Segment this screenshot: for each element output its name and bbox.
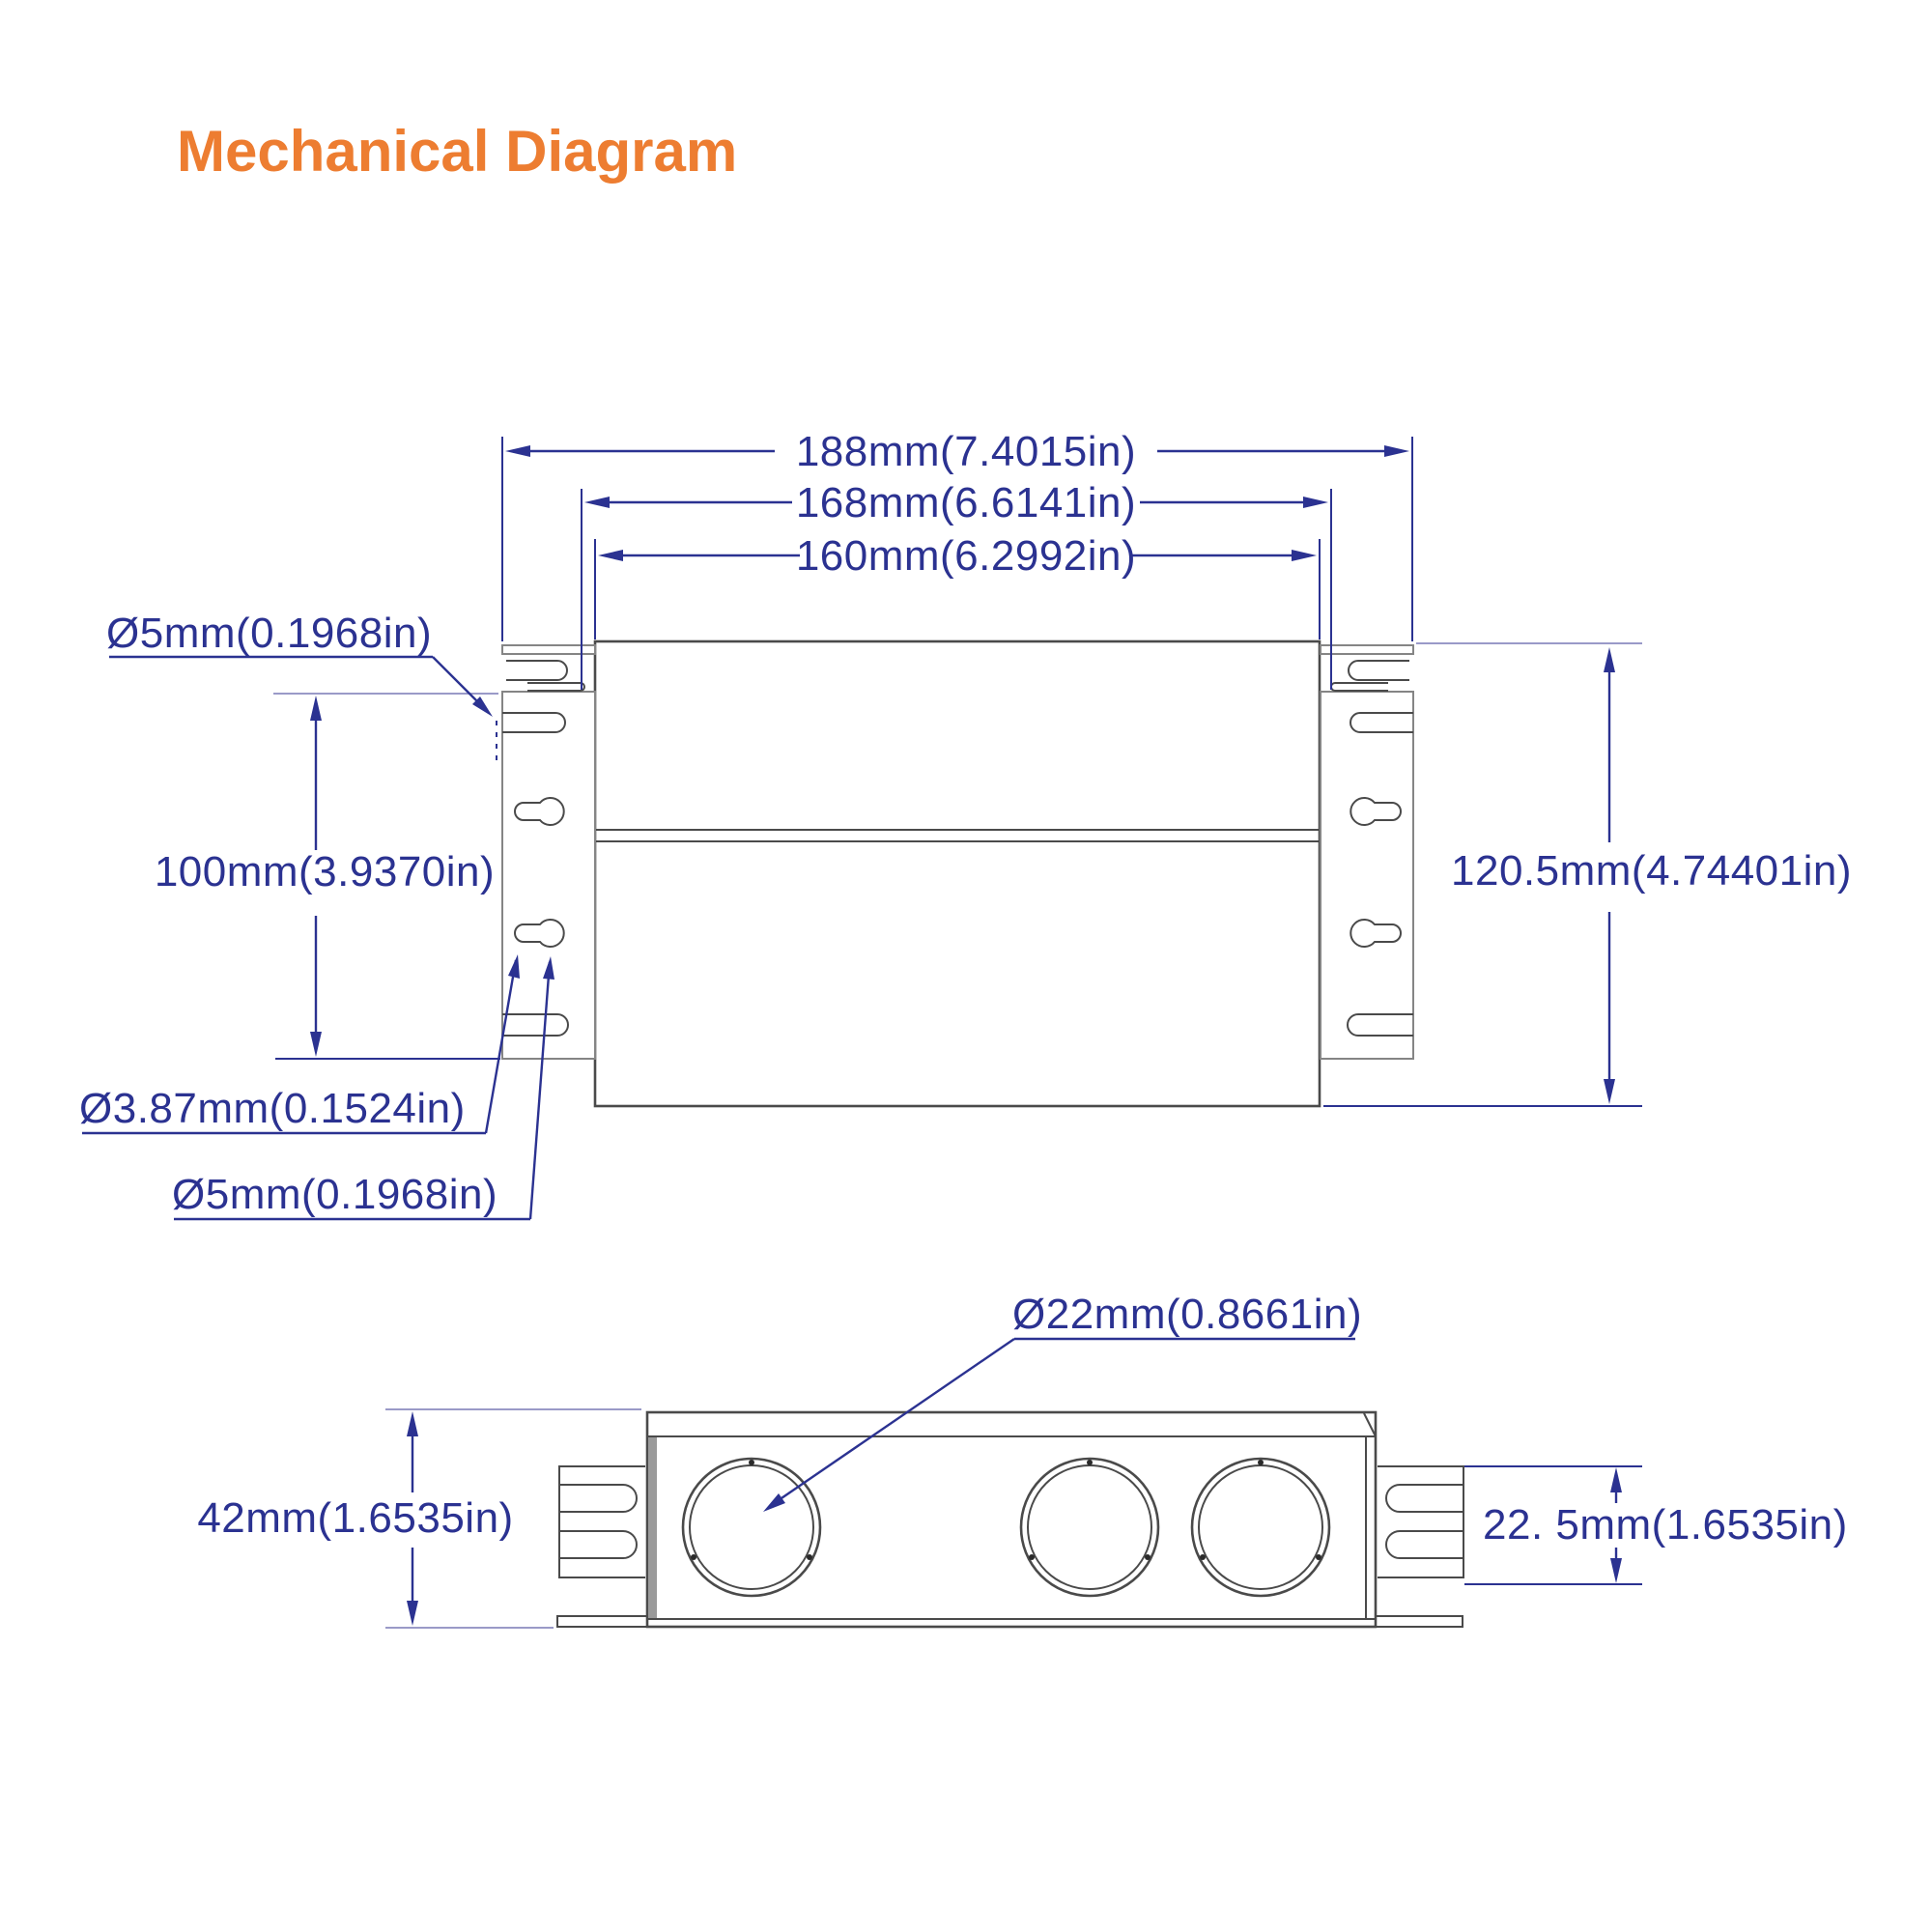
arrowhead bbox=[598, 550, 623, 561]
arrowhead bbox=[1604, 647, 1615, 672]
dim-label-fin-height: 22. 5mm(1.6535in) bbox=[1483, 1501, 1848, 1548]
top-view-dimensions: 188mm(7.4015in) 168mm(6.6141in) 160mm(6.… bbox=[79, 428, 1852, 1221]
arrowhead bbox=[505, 445, 530, 457]
knockout-circle-outer bbox=[1019, 1457, 1160, 1598]
device-body-outline bbox=[593, 639, 1321, 1108]
dim-label-knockout: Ø22mm(0.8661in) bbox=[1012, 1291, 1362, 1338]
arrowhead bbox=[310, 1032, 322, 1057]
right-keyhole-lower bbox=[1350, 919, 1402, 948]
leader-line bbox=[778, 1338, 1015, 1501]
dim-label-overall-width: 188mm(7.4015in) bbox=[796, 428, 1136, 475]
left-keyhole-lower bbox=[514, 919, 565, 948]
left-bottom-slot bbox=[502, 1013, 569, 1037]
left-fin-bar bbox=[501, 644, 596, 655]
arrowhead bbox=[1610, 1467, 1622, 1492]
circle-tick bbox=[807, 1554, 812, 1560]
side-body-outline bbox=[645, 1410, 1378, 1629]
circle-tick bbox=[1316, 1554, 1321, 1560]
leader-line bbox=[528, 961, 552, 1220]
dim-label-hole-spacing: 100mm(3.9370in) bbox=[155, 848, 495, 895]
dim-label-side-height: 42mm(1.6535in) bbox=[197, 1494, 513, 1542]
arrowhead bbox=[508, 954, 520, 979]
left-fin-hairpin bbox=[527, 682, 585, 692]
right-keyhole-upper bbox=[1350, 797, 1402, 826]
right-mounting-bracket bbox=[1320, 691, 1414, 1060]
corner-bevel bbox=[1363, 1412, 1377, 1437]
arrowhead bbox=[310, 696, 322, 721]
knockout-circle-outer bbox=[1190, 1457, 1331, 1598]
circle-tick bbox=[1029, 1554, 1035, 1560]
arrowhead bbox=[763, 1493, 785, 1512]
arrowhead bbox=[472, 696, 493, 717]
knockout-hole-2 bbox=[1019, 1457, 1160, 1598]
right-fin-bar bbox=[1320, 644, 1414, 655]
left-top-slot bbox=[502, 712, 566, 733]
dim-label-mounting-width: 168mm(6.6141in) bbox=[796, 479, 1136, 526]
dim-label-body-width: 160mm(6.2992in) bbox=[796, 532, 1136, 580]
left-bottom-tab bbox=[556, 1615, 647, 1628]
left-keyhole-upper bbox=[514, 797, 565, 826]
circle-tick bbox=[1145, 1554, 1151, 1560]
arrowhead bbox=[407, 1411, 418, 1436]
arrowhead bbox=[407, 1601, 418, 1626]
arrowhead bbox=[1303, 497, 1328, 508]
side-left-wall bbox=[648, 1437, 657, 1618]
leader-line bbox=[484, 959, 518, 1134]
dim-label-keyhole-small: Ø3.87mm(0.1524in) bbox=[79, 1085, 466, 1132]
left-fin-hairpin bbox=[506, 660, 568, 681]
bottom-view bbox=[556, 1410, 1464, 1629]
arrowhead bbox=[1292, 550, 1317, 561]
top-view bbox=[501, 639, 1414, 1108]
bottom-view-dimensions: Ø22mm(0.8661in) 42mm(1.6535in) 22. 5mm(1… bbox=[197, 1291, 1848, 1629]
arrowhead bbox=[1604, 1079, 1615, 1104]
circle-tick bbox=[1200, 1554, 1206, 1560]
left-mounting-bracket bbox=[501, 691, 596, 1060]
right-fin-hairpin bbox=[1348, 660, 1409, 681]
right-fin-hairpin bbox=[1330, 682, 1388, 692]
right-bottom-tab bbox=[1376, 1615, 1463, 1628]
dim-label-overall-height: 120.5mm(4.74401in) bbox=[1451, 847, 1852, 895]
knockout-hole-1 bbox=[681, 1457, 822, 1598]
right-side-fins bbox=[1378, 1465, 1464, 1578]
circle-tick bbox=[1087, 1460, 1093, 1465]
right-bottom-slot bbox=[1347, 1013, 1413, 1037]
dim-label-top-slot: Ø5mm(0.1968in) bbox=[106, 610, 432, 657]
left-side-fins bbox=[558, 1465, 645, 1578]
circle-tick bbox=[691, 1554, 696, 1560]
arrowhead bbox=[1384, 445, 1409, 457]
knockout-circle-outer bbox=[681, 1457, 822, 1598]
circle-tick bbox=[749, 1460, 754, 1465]
dim-label-keyhole-large: Ø5mm(0.1968in) bbox=[172, 1171, 497, 1218]
arrowhead bbox=[1610, 1558, 1622, 1583]
circle-tick bbox=[1258, 1460, 1264, 1465]
page-title: Mechanical Diagram bbox=[177, 119, 738, 184]
knockout-hole-3 bbox=[1190, 1457, 1331, 1598]
arrowhead bbox=[584, 497, 610, 508]
right-top-slot bbox=[1350, 712, 1413, 733]
arrowhead bbox=[543, 956, 554, 980]
